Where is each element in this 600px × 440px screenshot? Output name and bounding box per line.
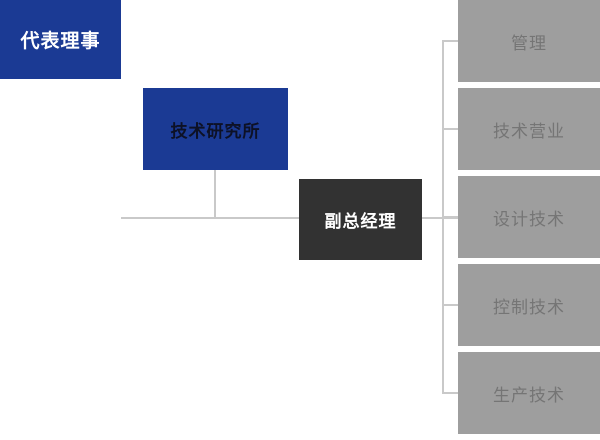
connector-stub-technical-sales xyxy=(442,128,458,130)
node-deputy-general-manager-label: 副总经理 xyxy=(324,212,397,231)
connector-research-drop xyxy=(214,170,216,219)
node-department-design-technology: 设计技术 xyxy=(458,176,600,258)
node-department-control-technology: 控制技术 xyxy=(458,264,600,346)
connector-stub-design-technology xyxy=(442,216,458,218)
node-department-design-technology-label: 设计技术 xyxy=(493,209,565,229)
node-technology-research-institute-label: 技术研究所 xyxy=(170,121,261,141)
node-representative-director: 代表理事 xyxy=(0,0,121,79)
connector-ceo-to-vp xyxy=(121,217,299,219)
node-deputy-general-manager: 副总经理 xyxy=(299,179,422,260)
node-department-production-technology: 生产技术 xyxy=(458,352,600,434)
connector-stub-management xyxy=(442,40,458,42)
node-department-production-technology-label: 生产技术 xyxy=(493,385,565,405)
node-department-technical-sales-label: 技术营业 xyxy=(493,121,565,141)
connector-stub-control-technology xyxy=(442,304,458,306)
node-department-management: 管理 xyxy=(458,0,600,82)
node-representative-director-label: 代表理事 xyxy=(20,31,101,52)
node-department-management-label: 管理 xyxy=(511,33,547,53)
connector-stub-production-technology xyxy=(442,392,458,394)
node-department-technical-sales: 技术营业 xyxy=(458,88,600,170)
node-technology-research-institute: 技术研究所 xyxy=(143,88,288,170)
node-department-control-technology-label: 控制技术 xyxy=(493,297,565,317)
connector-vp-to-spine xyxy=(422,217,458,219)
